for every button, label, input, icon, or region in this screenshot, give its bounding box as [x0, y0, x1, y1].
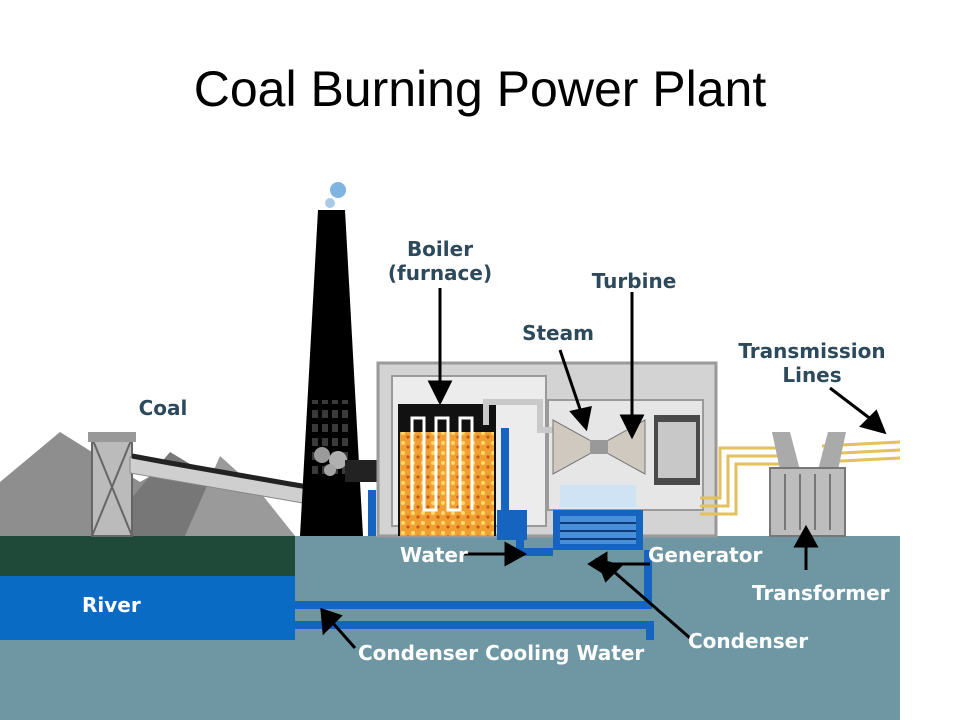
grass-strip: [0, 536, 295, 576]
label-transmission-lines: Lines: [782, 363, 841, 387]
condenser: [553, 485, 643, 550]
label-steam: Steam: [522, 321, 594, 345]
label-river: River: [82, 593, 141, 617]
steam-pipe: [483, 399, 553, 433]
label-transmission: Transmission: [738, 339, 885, 363]
boiler: [398, 404, 496, 536]
turbine: [552, 419, 646, 475]
label-water: Water: [400, 543, 468, 567]
pump-box: [497, 510, 527, 540]
river-bottom: [0, 640, 295, 720]
label-boiler-furnace: (furnace): [388, 261, 492, 285]
coal-piles: [0, 432, 295, 536]
conveyor-tower: [88, 432, 136, 537]
water-pipes: [295, 428, 654, 640]
river-band: [0, 576, 295, 640]
label-generator: Generator: [648, 543, 762, 567]
label-condenser-cooling-water: Condenser Cooling Water: [358, 641, 644, 665]
label-arrows: [320, 288, 887, 649]
chimney: [300, 182, 363, 536]
power-plant-diagram: Boiler (furnace) Turbine Steam Transmiss…: [0, 182, 900, 720]
label-turbine: Turbine: [592, 269, 677, 293]
label-condenser: Condenser: [688, 629, 808, 653]
label-transformer: Transformer: [752, 581, 890, 605]
label-coal: Coal: [139, 396, 188, 420]
transformer: [769, 432, 846, 537]
slide-title: Coal Burning Power Plant: [193, 61, 767, 117]
generator: [654, 415, 700, 485]
label-boiler: Boiler: [407, 237, 473, 261]
